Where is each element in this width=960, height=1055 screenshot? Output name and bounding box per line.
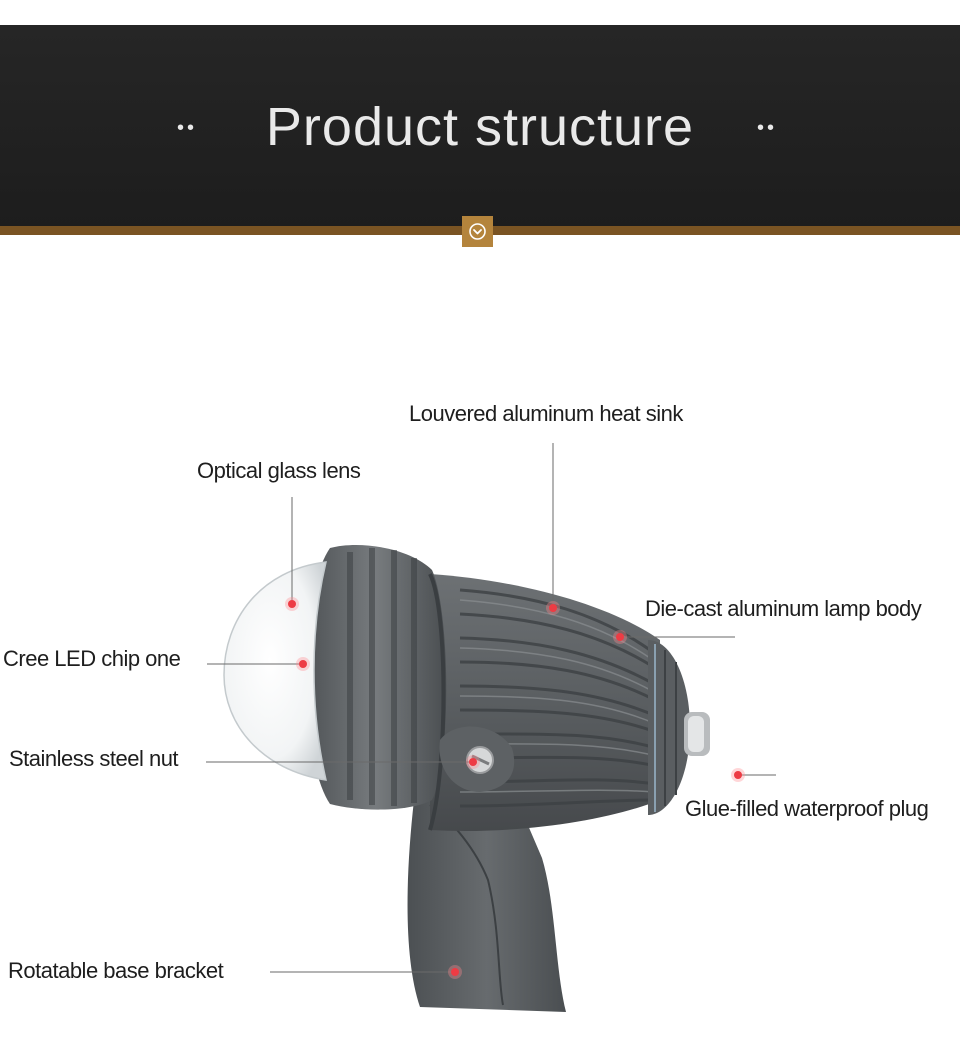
header-banner [0,25,960,228]
label-heat-sink: Louvered aluminum heat sink [409,401,683,426]
label-led-chip: Cree LED chip one [3,646,181,671]
stainless-nut [439,726,515,792]
marker-plug [734,771,742,779]
marker-nut [469,758,477,766]
lamp-heat-sink [430,574,660,831]
marker-led-chip [299,660,307,668]
marker-heat-sink [549,604,557,612]
optical-lens [223,561,327,781]
label-nut: Stainless steel nut [9,746,179,771]
marker-bracket [451,968,459,976]
label-lens: Optical glass lens [197,458,361,483]
right-ornament: •• [757,117,778,139]
marker-lens [288,600,296,608]
label-bracket: Rotatable base bracket [8,958,224,983]
rear-cap [648,640,690,815]
left-ornament: •• [177,117,198,139]
chevron-down-circle-icon [462,216,493,247]
marker-lamp-body [616,633,624,641]
label-plug: Glue-filled waterproof plug [685,796,929,821]
label-lamp-body: Die-cast aluminum lamp body [645,596,922,621]
callout-markers [288,600,742,976]
leader-lines [206,443,776,973]
front-ring [305,544,447,831]
waterproof-plug [684,712,710,756]
page-title: Product structure [265,97,695,157]
